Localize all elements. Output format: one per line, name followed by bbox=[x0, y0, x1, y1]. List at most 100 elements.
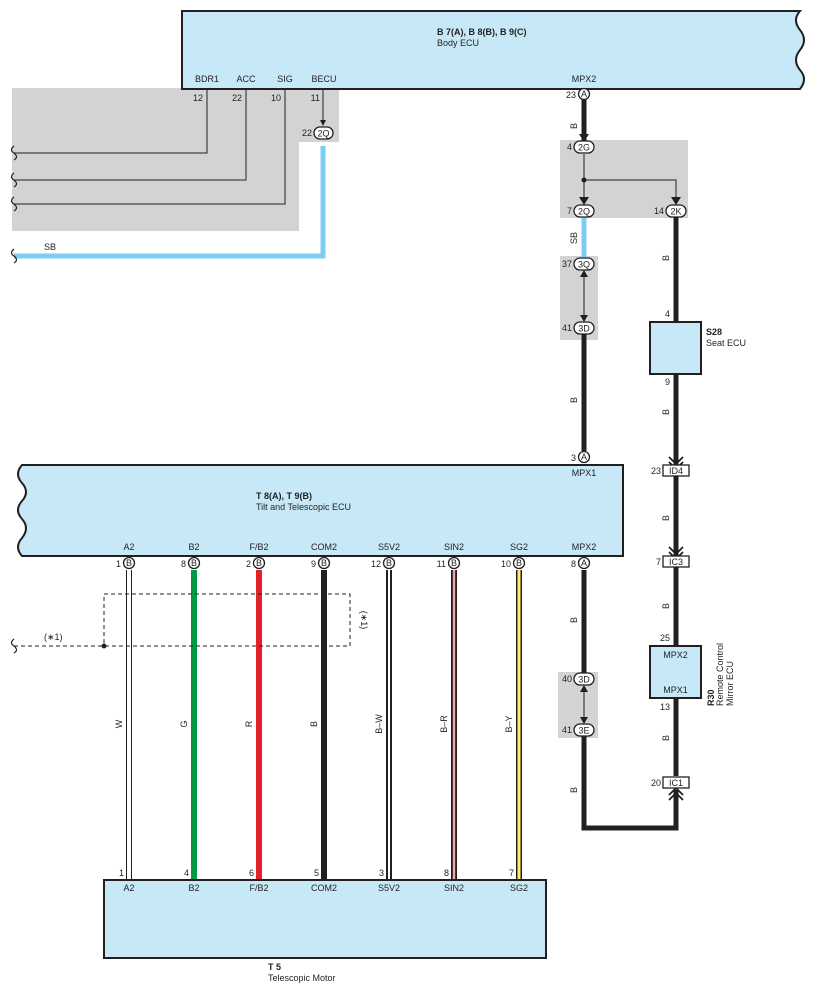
connector-id4: ID4 bbox=[662, 464, 690, 477]
connector-3d: 3D bbox=[573, 672, 595, 686]
svg-text:A: A bbox=[581, 558, 587, 568]
svg-text:25: 25 bbox=[660, 633, 670, 643]
svg-text:IC3: IC3 bbox=[669, 557, 683, 567]
tilt-ecu-id: T 8(A), T 9(B) bbox=[256, 491, 312, 501]
pin-tilt-s5v2: B bbox=[382, 556, 396, 570]
connector-markers: 2Q 2G 2Q 2K 3Q 3D 3D 3E ID4 IC3 IC1 A A … bbox=[122, 87, 690, 789]
body-ecu-pin-bdr1: BDR1 bbox=[195, 74, 219, 84]
connector-3e: 3E bbox=[573, 723, 595, 737]
svg-text:B: B bbox=[661, 255, 671, 261]
pin-tilt-b2: B bbox=[187, 556, 201, 570]
mirror-ecu-name-1: Remote Control bbox=[715, 643, 725, 706]
svg-text:B: B bbox=[661, 409, 671, 415]
motor-id: T 5 bbox=[268, 962, 281, 972]
motor-pin-a2: A2 bbox=[123, 883, 134, 893]
seat-ecu-id: S28 bbox=[706, 327, 722, 337]
svg-text:B: B bbox=[191, 558, 197, 568]
tilt-ecu-pin-b2: B2 bbox=[188, 542, 199, 552]
svg-text:11: 11 bbox=[311, 93, 320, 103]
break-marks bbox=[10, 145, 18, 654]
svg-text:37: 37 bbox=[562, 259, 572, 269]
motor-name: Telescopic Motor bbox=[268, 973, 336, 983]
svg-text:23: 23 bbox=[566, 90, 576, 100]
svg-text:6: 6 bbox=[249, 868, 254, 878]
svg-text:A: A bbox=[581, 89, 587, 99]
svg-text:41: 41 bbox=[562, 725, 572, 735]
tilt-ecu-pin-com2: COM2 bbox=[311, 542, 337, 552]
arrows bbox=[320, 120, 681, 724]
svg-text:B: B bbox=[256, 558, 262, 568]
pin-tilt-fb2: B bbox=[252, 556, 266, 570]
body-ecu-box bbox=[181, 10, 805, 90]
svg-text:2: 2 bbox=[246, 559, 251, 569]
svg-text:9: 9 bbox=[311, 559, 316, 569]
connector-2q: 2Q bbox=[573, 204, 595, 218]
svg-text:1: 1 bbox=[116, 559, 121, 569]
svg-text:B–Y: B–Y bbox=[504, 715, 514, 732]
svg-text:40: 40 bbox=[562, 674, 572, 684]
motor-box bbox=[103, 879, 547, 959]
motor-harness bbox=[126, 570, 522, 880]
tilt-ecu-box bbox=[17, 464, 624, 557]
tilt-ecu-name: Tilt and Telescopic ECU bbox=[256, 502, 351, 512]
mirror-pin-mpx1: MPX1 bbox=[663, 685, 688, 695]
tilt-ecu-pin-sg2: SG2 bbox=[510, 542, 528, 552]
svg-text:R: R bbox=[244, 720, 254, 727]
svg-text:B: B bbox=[569, 617, 579, 623]
motor-pin-b2: B2 bbox=[188, 883, 199, 893]
svg-text:3E: 3E bbox=[578, 726, 589, 736]
note-star1-left: (∗1) bbox=[44, 632, 63, 642]
svg-text:5: 5 bbox=[314, 868, 319, 878]
svg-text:B: B bbox=[451, 558, 457, 568]
connector-ic1: IC1 bbox=[662, 776, 690, 789]
svg-text:7: 7 bbox=[656, 557, 661, 567]
svg-text:8: 8 bbox=[181, 559, 186, 569]
svg-text:B: B bbox=[386, 558, 392, 568]
motor-pin-fb2: F/B2 bbox=[249, 883, 268, 893]
connector-3q: 3Q bbox=[573, 257, 595, 271]
svg-text:2Q: 2Q bbox=[578, 207, 590, 217]
wire-2g-branch bbox=[584, 179, 677, 205]
body-ecu-id: B 7(A), B 8(B), B 9(C) bbox=[437, 27, 527, 37]
pin-tilt-sg2: B bbox=[512, 556, 526, 570]
splice-dot bbox=[101, 643, 107, 649]
pin-tilt-mpx2: A bbox=[577, 556, 591, 570]
wire-acc bbox=[14, 88, 247, 181]
mirror-ecu-name-2: Mirror ECU bbox=[725, 661, 735, 706]
pin-tilt-sin2: B bbox=[447, 556, 461, 570]
connector-2q-top: 2Q bbox=[313, 126, 334, 140]
svg-text:G: G bbox=[179, 720, 189, 727]
wire-color-labels: SB B SB B B B B B B B B W G R B B–W B–R … bbox=[44, 123, 671, 793]
mirror-pin-mpx2: MPX2 bbox=[663, 650, 688, 660]
tilt-ecu-pin-sin2: SIN2 bbox=[444, 542, 464, 552]
svg-text:A: A bbox=[581, 452, 587, 462]
svg-text:3: 3 bbox=[379, 868, 384, 878]
seat-ecu-box bbox=[649, 321, 702, 375]
svg-text:3D: 3D bbox=[578, 324, 590, 334]
tilt-ecu-pin-fb2: F/B2 bbox=[249, 542, 268, 552]
svg-text:2Q: 2Q bbox=[317, 129, 329, 139]
svg-text:4: 4 bbox=[665, 309, 670, 319]
wire-sb-left bbox=[14, 146, 326, 259]
svg-text:8: 8 bbox=[444, 868, 449, 878]
svg-text:B: B bbox=[309, 721, 319, 727]
svg-text:B: B bbox=[569, 397, 579, 403]
svg-text:B: B bbox=[661, 735, 671, 741]
svg-text:B: B bbox=[569, 123, 579, 129]
svg-text:2G: 2G bbox=[578, 143, 590, 153]
svg-text:7: 7 bbox=[509, 868, 514, 878]
wire-3e-ic1 bbox=[581, 736, 679, 831]
svg-text:10: 10 bbox=[501, 559, 511, 569]
pin-body-mpx2: A bbox=[577, 87, 591, 101]
svg-text:IC1: IC1 bbox=[669, 778, 683, 788]
body-ecu-pin-acc: ACC bbox=[236, 74, 256, 84]
svg-text:13: 13 bbox=[660, 702, 670, 712]
mirror-ecu-box bbox=[649, 645, 702, 699]
motor-pin-s5v2: S5V2 bbox=[378, 883, 400, 893]
svg-text:B: B bbox=[661, 603, 671, 609]
seat-ecu-name: Seat ECU bbox=[706, 338, 746, 348]
mpx-network-wires bbox=[581, 98, 679, 831]
svg-text:1: 1 bbox=[119, 868, 124, 878]
mirror-ecu-id: R30 bbox=[706, 689, 716, 706]
